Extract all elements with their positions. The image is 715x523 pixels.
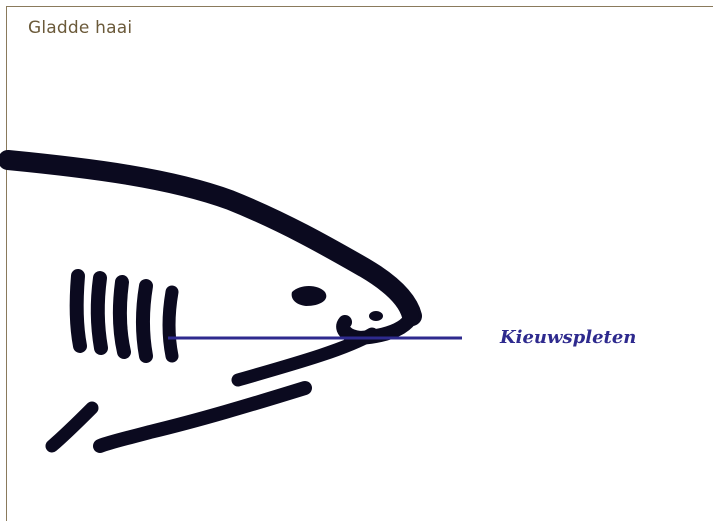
gill-slit-4	[143, 286, 146, 356]
shark-nostril	[369, 311, 383, 321]
shark-jaw-outline	[238, 334, 372, 380]
shark-belly-outline	[100, 388, 305, 446]
gill-slit-1	[77, 276, 80, 346]
shark-fin-outline	[52, 408, 92, 446]
gill-slit-5	[169, 292, 172, 356]
gill-slits-label: Kieuwspleten	[500, 327, 636, 348]
gill-slit-3	[120, 282, 124, 352]
shark-eye	[292, 286, 327, 306]
shark-back-outline	[8, 160, 412, 316]
gill-slit-2	[98, 278, 101, 348]
